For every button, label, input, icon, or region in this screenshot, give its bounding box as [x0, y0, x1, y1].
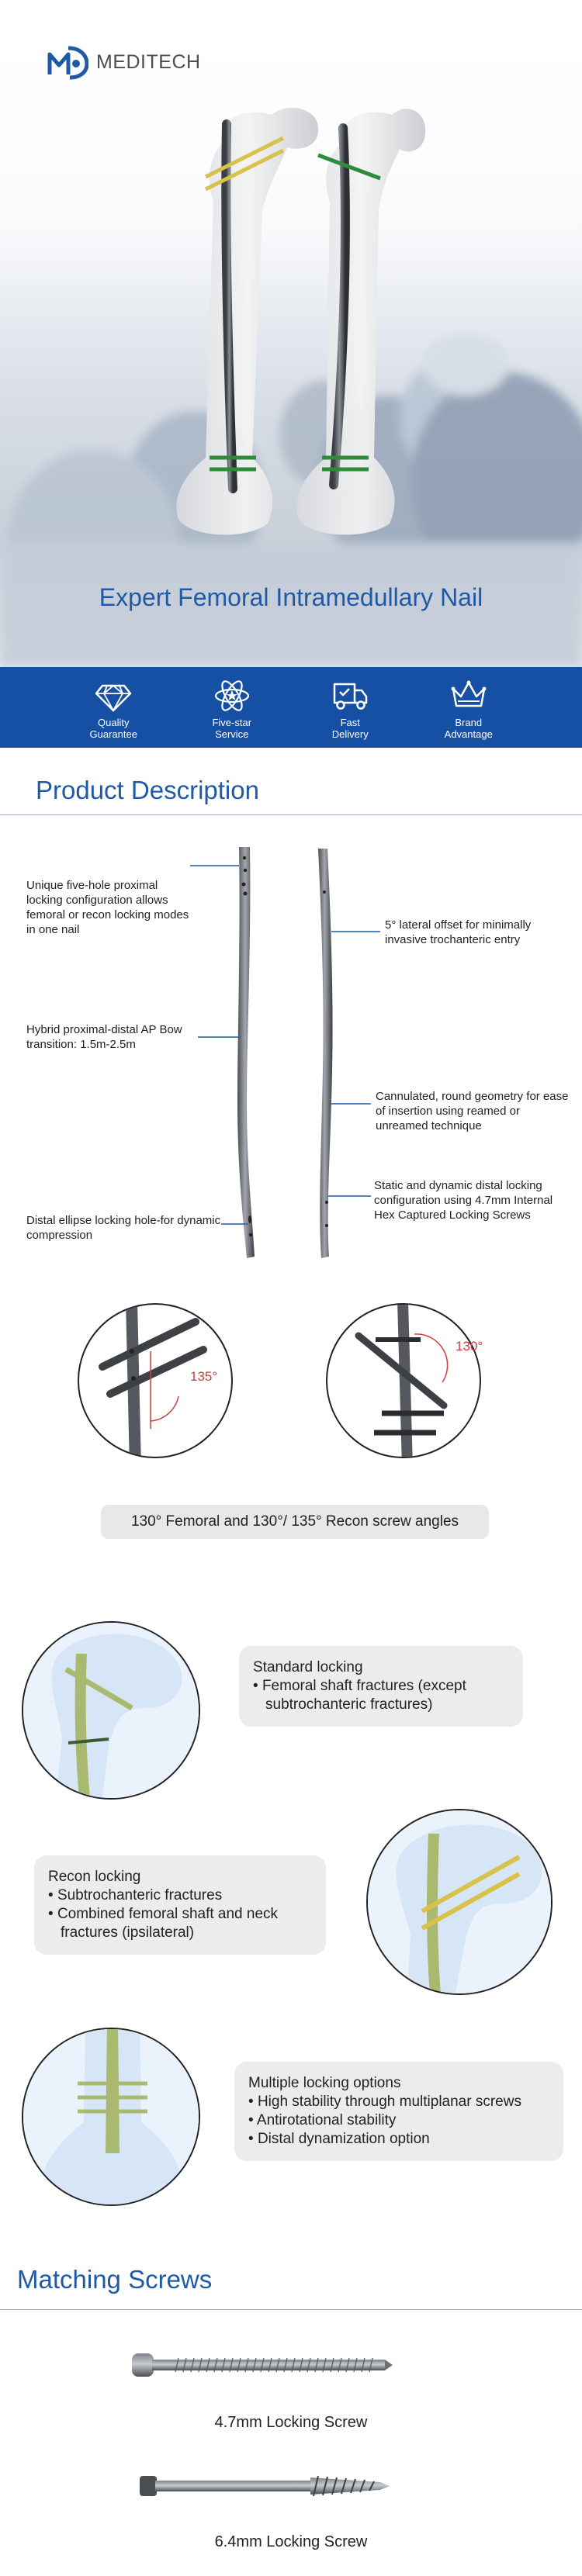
standard-locking-image: [22, 1621, 200, 1800]
atom-star-icon: [214, 680, 249, 711]
feature-label-line1: Brand: [455, 717, 483, 728]
femur-nail-illustration: [176, 107, 426, 535]
feature-label-line1: Fast: [340, 717, 360, 728]
list-item: Subtrochanteric fractures: [48, 1886, 312, 1905]
angles-caption: 130° Femoral and 130°/ 135° Recon screw …: [101, 1505, 489, 1539]
angle-label-135: 135°: [190, 1369, 218, 1384]
multiple-locking-image: [22, 2028, 200, 2206]
annotation-distal-ellipse-hole: Distal ellipse locking hole-for dynamic …: [26, 1214, 221, 1242]
feature-label-line1: Quality: [98, 717, 130, 728]
delivery-truck-icon: [334, 683, 368, 710]
brand-name: MEDITECH: [96, 50, 201, 73]
nail-diagram: [190, 847, 380, 1258]
feature-label-line2: Service: [215, 728, 249, 740]
screw-label-4-7mm: 4.7mm Locking Screw: [214, 2414, 368, 2431]
multiple-locking-title: Multiple locking options: [248, 2075, 401, 2091]
annotation-ap-bow-transition: Hybrid proximal-distal AP Bow transition…: [26, 1023, 182, 1051]
list-item: Combined femoral shaft and neck fracture…: [48, 1905, 312, 1942]
feature-label-line2: Guarantee: [89, 728, 137, 740]
annotation-distal-locking-config: Static and dynamic distal locking config…: [374, 1179, 553, 1222]
diamond-icon: [95, 684, 132, 712]
screw-image-6-4mm: [140, 2475, 390, 2497]
list-item: Antirotational stability: [248, 2111, 549, 2130]
recon-locking-title: Recon locking: [48, 1869, 141, 1885]
annotation-five-hole-locking: Unique five-hole proximal locking config…: [26, 879, 189, 936]
hero-banner: MEDITECH Expert Femoral Intramedullary N…: [0, 0, 582, 667]
screw-image-4-7mm: [132, 2353, 393, 2377]
standard-locking-box: Standard locking Femoral shaft fractures…: [239, 1646, 523, 1727]
angles-caption-text: 130° Femoral and 130°/ 135° Recon screw …: [130, 1513, 459, 1530]
standard-locking-title: Standard locking: [253, 1659, 363, 1675]
section-title-screws: Matching Screws: [17, 2265, 213, 2294]
annotation-cannulated-geometry: Cannulated, round geometry for ease of i…: [376, 1090, 569, 1132]
feature-label-line2: Advantage: [444, 728, 493, 740]
list-item: Distal dynamization option: [248, 2130, 549, 2149]
list-item: High stability through multiplanar screw…: [248, 2093, 549, 2111]
recon-locking-box: Recon locking Subtrochanteric fractures …: [34, 1855, 326, 1955]
hero-title: Expert Femoral Intramedullary Nail: [99, 583, 483, 611]
feature-label-line2: Delivery: [331, 728, 369, 740]
section-title-description: Product Description: [36, 776, 259, 804]
screw-label-6-4mm: 6.4mm Locking Screw: [214, 2533, 368, 2550]
feature-label-line1: Five-star: [212, 717, 252, 728]
multiple-locking-box: Multiple locking options High stability …: [234, 2062, 563, 2161]
angle-circle-135: [78, 1303, 233, 1458]
section-divider: [0, 2309, 582, 2310]
angle-circle-130: [326, 1303, 481, 1458]
crown-icon: [451, 680, 487, 707]
surgeons-background-image: [0, 0, 582, 667]
recon-locking-image: [366, 1809, 553, 1995]
brand-logo[interactable]: MEDITECH: [45, 43, 201, 81]
list-item: Femoral shaft fractures (except subtroch…: [253, 1677, 509, 1714]
meditech-logo-icon: [47, 46, 88, 80]
angle-label-130: 130°: [456, 1339, 483, 1354]
annotation-lateral-offset: 5° lateral offset for minimally invasive…: [385, 918, 532, 946]
section-divider: [0, 814, 582, 815]
